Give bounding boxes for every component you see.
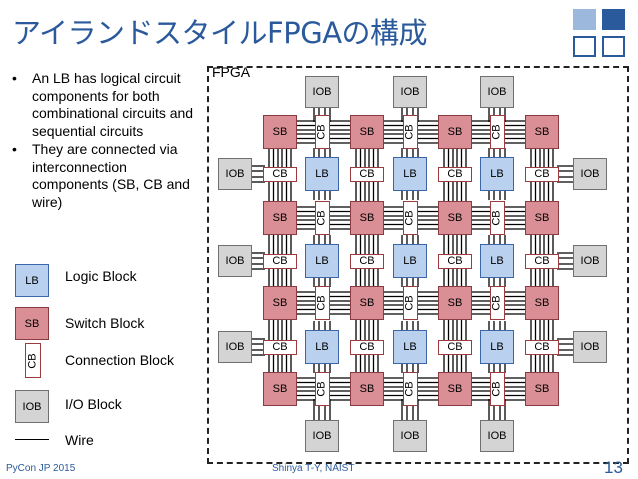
footer-event: PyCon JP 2015 [6,463,76,474]
legend-sb-box: SB [15,307,49,340]
logic-block: LB [305,330,339,364]
connection-block: CB [525,166,559,182]
switch-block: SB [438,115,472,149]
connection-block: CB [314,286,330,320]
logic-block: LB [393,157,427,191]
connection-block: CB [263,253,297,269]
connection-block: CB [402,115,418,149]
bullet-dot-icon: • [12,70,17,86]
bullet-dot-icon: • [12,141,17,157]
iob-block: IOB [573,331,607,363]
switch-block: SB [525,201,559,235]
switch-block: SB [350,115,384,149]
switch-block: SB [438,286,472,320]
legend-lb-label: Logic Block [65,268,137,284]
legend-iob-box: IOB [15,390,49,423]
connection-block: CB [489,115,505,149]
iob-block: IOB [305,76,339,108]
iob-block: IOB [573,245,607,277]
connection-block: CB [350,339,384,355]
switch-block: SB [350,286,384,320]
connection-block: CB [438,253,472,269]
iob-block: IOB [305,420,339,452]
legend-wire-label: Wire [65,432,94,448]
iob-block: IOB [393,420,427,452]
logic-block: LB [480,157,514,191]
connection-block: CB [489,372,505,406]
switch-block: SB [350,372,384,406]
fpga-label: FPGA [212,64,251,80]
bullet-list: • An LB has logical circuit components f… [10,70,206,212]
connection-block: CB [525,253,559,269]
logic-block: LB [393,244,427,278]
bullet-item: • An LB has logical circuit components f… [12,70,194,139]
iob-block: IOB [480,76,514,108]
fpga-boundary [207,66,629,464]
legend-cb-box: CB [25,343,41,378]
connection-block: CB [402,286,418,320]
bullet-item: • They are connected via interconnection… [12,141,190,210]
page-number: 13 [604,458,623,477]
switch-block: SB [263,286,297,320]
connection-block: CB [314,372,330,406]
connection-block: CB [314,201,330,235]
logic-block: LB [305,157,339,191]
connection-block: CB [314,115,330,149]
legend-cb-label: Connection Block [65,352,174,368]
iob-block: IOB [218,158,252,190]
footer-author: Shinya T-Y, NAIST [272,463,355,474]
connection-block: CB [525,339,559,355]
slide-title: アイランドスタイルFPGAの構成 [12,16,428,50]
connection-block: CB [263,339,297,355]
switch-block: SB [263,372,297,406]
iob-block: IOB [218,245,252,277]
switch-block: SB [438,372,472,406]
legend-lb-box: LB [15,264,49,297]
switch-block: SB [263,201,297,235]
connection-block: CB [350,253,384,269]
iob-block: IOB [393,76,427,108]
logic-block: LB [480,330,514,364]
switch-block: SB [350,201,384,235]
connection-block: CB [350,166,384,182]
connection-block: CB [489,286,505,320]
connection-block: CB [402,372,418,406]
logic-block: LB [480,244,514,278]
logic-block: LB [305,244,339,278]
switch-block: SB [525,286,559,320]
switch-block: SB [525,372,559,406]
iob-block: IOB [480,420,514,452]
iob-block: IOB [218,331,252,363]
connection-block: CB [489,201,505,235]
connection-block: CB [438,339,472,355]
grid-squares-logo-icon [573,9,627,59]
connection-block: CB [402,201,418,235]
iob-block: IOB [573,158,607,190]
connection-block: CB [263,166,297,182]
logic-block: LB [393,330,427,364]
legend-sb-label: Switch Block [65,315,145,331]
legend-iob-label: I/O Block [65,396,122,412]
switch-block: SB [438,201,472,235]
legend-wire-line [15,439,49,440]
switch-block: SB [263,115,297,149]
connection-block: CB [438,166,472,182]
switch-block: SB [525,115,559,149]
